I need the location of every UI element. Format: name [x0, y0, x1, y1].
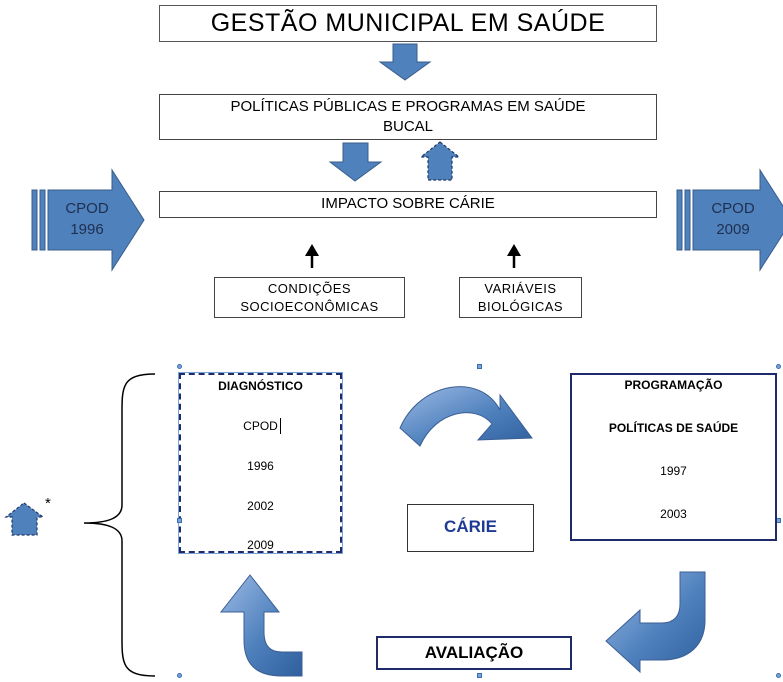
policies-line2: BUCAL [382, 118, 434, 135]
caries-box: CÁRIE [407, 504, 534, 552]
up-pentagon-arrow [419, 141, 461, 181]
curved-arrow-right [605, 571, 706, 674]
diagnostic-item-2009: 2009 [247, 538, 274, 552]
asterisk: * [45, 495, 51, 512]
left-arrow-label: CPOD 1996 [58, 198, 116, 240]
left-striped-arrow [31, 168, 145, 272]
selection-handle-ml[interactable] [177, 518, 182, 523]
socio-box: CONDIÇÕES SOCIOECONÔMICAS [214, 277, 405, 318]
selection-handle-tm[interactable] [477, 364, 482, 369]
caries-label: CÁRIE [444, 517, 497, 536]
curved-arrow-left [219, 574, 303, 677]
text-cursor [280, 418, 281, 434]
right-arrow-line1: CPOD [711, 200, 755, 217]
up-arrow-socio [305, 244, 319, 268]
left-arrow-line2: 1996 [70, 221, 104, 238]
impact-label: IMPACTO SOBRE CÁRIE [321, 195, 495, 212]
down-arrow-1 [378, 43, 432, 81]
dashed-house-icon [4, 502, 45, 536]
diagnostic-item-2002: 2002 [247, 499, 274, 513]
programming-box: PROGRAMAÇÃO POLÍTICAS DE SAÚDE 1997 2003 [570, 373, 777, 541]
bio-box: VARIÁVEIS BIOLÓGICAS [459, 277, 582, 318]
right-arrow-label: CPOD 2009 [703, 198, 763, 240]
right-arrow-line2: 2009 [716, 221, 750, 238]
diagnostic-item-1996: 1996 [247, 459, 274, 473]
selection-handle-tr[interactable] [776, 364, 781, 369]
socio-line1: CONDIÇÕES [267, 281, 352, 296]
curved-arrow-top [399, 386, 533, 447]
policies-box: POLÍTICAS PÚBLICAS E PROGRAMAS EM SAÚDE … [159, 94, 657, 140]
programming-item-2003: 2003 [660, 507, 687, 521]
diagnostic-box[interactable]: DIAGNÓSTICO CPOD 1996 2002 2009 [178, 372, 343, 554]
diagnostic-title: DIAGNÓSTICO [218, 379, 303, 393]
title-box: GESTÃO MUNICIPAL EM SAÚDE [159, 5, 657, 42]
diagnostic-item-cpod: CPOD [243, 419, 278, 433]
up-arrow-bio [507, 244, 521, 268]
programming-item-1997: 1997 [660, 464, 687, 478]
down-arrow-2 [328, 142, 383, 182]
left-arrow-line1: CPOD [65, 200, 109, 217]
selection-handle-bl[interactable] [177, 673, 182, 678]
page-title: GESTÃO MUNICIPAL EM SAÚDE [210, 9, 606, 37]
evaluation-box: AVALIAÇÃO [376, 636, 572, 670]
socio-line2: SOCIOECONÔMICAS [240, 299, 379, 314]
policies-line1: POLÍTICAS PÚBLICAS E PROGRAMAS EM SAÚDE [230, 98, 586, 115]
left-brace [83, 373, 156, 677]
programming-title: PROGRAMAÇÃO [624, 378, 723, 392]
programming-subtitle: POLÍTICAS DE SAÚDE [608, 421, 739, 435]
selection-handle-br[interactable] [776, 673, 781, 678]
bio-line1: VARIÁVEIS [484, 281, 557, 296]
evaluation-label: AVALIAÇÃO [424, 643, 524, 662]
right-striped-arrow [676, 168, 783, 272]
selection-handle-tl[interactable] [177, 364, 182, 369]
bio-line2: BIOLÓGICAS [477, 299, 564, 314]
impact-box: IMPACTO SOBRE CÁRIE [159, 191, 657, 218]
selection-handle-bm[interactable] [477, 673, 482, 678]
